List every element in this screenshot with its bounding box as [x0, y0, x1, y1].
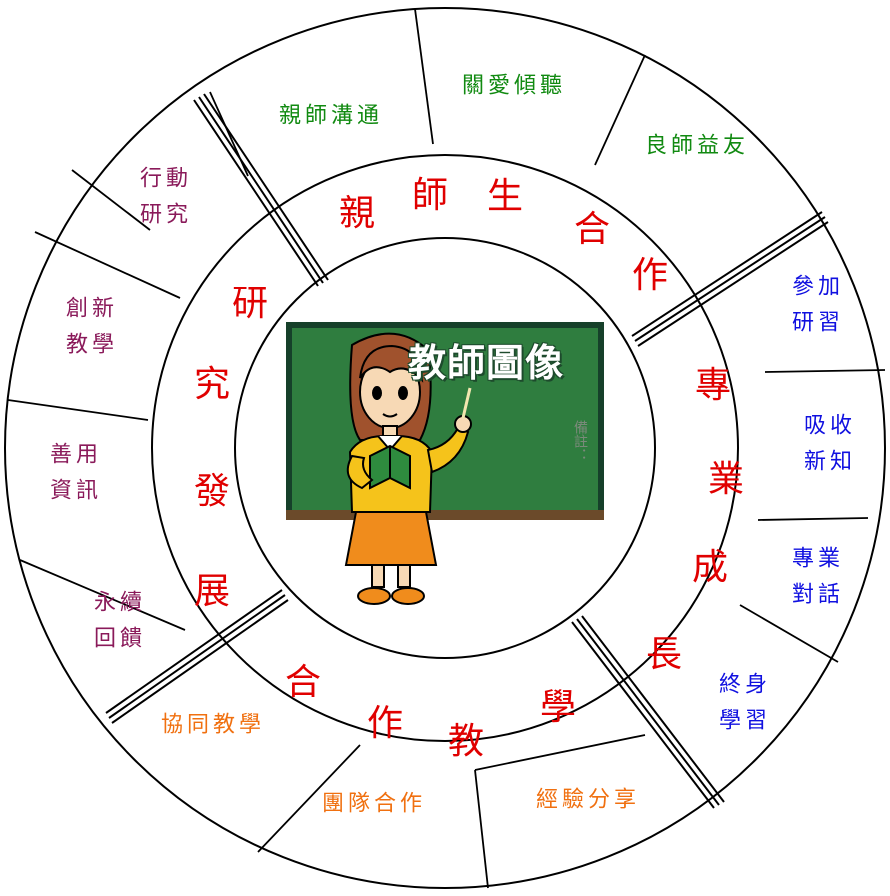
inner-label-bottom-4: 合	[284, 662, 322, 703]
inner-label-left-2: 究	[193, 364, 231, 405]
separator-nw	[193, 93, 329, 287]
separator-ne	[631, 211, 829, 347]
outer-label-line: 研究	[139, 203, 193, 228]
inner-label-left-3: 發	[193, 471, 231, 512]
inner-label-right-1: 專	[694, 365, 732, 406]
inner-label-bottom-2: 教	[447, 721, 485, 762]
inner-label-bottom-1: 學	[539, 687, 577, 728]
outer-label-line: 研習	[791, 311, 845, 336]
outer-label-absorb-knowledge: 吸收 新知	[804, 409, 856, 482]
outer-label-line: 資訊	[49, 479, 103, 504]
outer-label-good-teacher-friend: 良師益友	[644, 133, 750, 159]
middle-ring	[151, 154, 739, 742]
outer-label-line: 對話	[791, 583, 845, 608]
board-note: 備註：	[572, 420, 588, 462]
inner-label-right-3: 成	[691, 547, 729, 588]
inner-label-bottom-3: 作	[366, 703, 404, 744]
outer-label-line: 終身	[718, 672, 772, 698]
outer-label-line: 吸收	[803, 413, 857, 439]
separator-sw	[105, 589, 289, 724]
inner-label-top-2: 師	[411, 175, 449, 216]
outer-label-attend-workshops: 參加 研習	[792, 270, 844, 343]
inner-label-left-1: 研	[231, 283, 269, 324]
chalkboard	[286, 322, 604, 520]
board-title: 教師圖像	[408, 341, 565, 385]
outer-label-line: 永續	[93, 590, 147, 616]
outer-label-line: 善用	[49, 442, 103, 468]
inner-label-top-5: 作	[631, 255, 669, 296]
inner-label-left-4: 展	[193, 571, 231, 612]
inner-ring	[234, 237, 656, 659]
inner-label-right-4: 長	[645, 634, 683, 675]
outer-label-line: 回饋	[93, 627, 147, 652]
separator-se	[571, 615, 725, 809]
outer-label-line: 新知	[803, 450, 857, 475]
outer-ring	[4, 7, 886, 889]
outer-label-sustainable-feedback: 永續 回饋	[94, 586, 146, 659]
outer-label-line: 參加	[791, 274, 845, 300]
outer-label-action-research: 行動 研究	[140, 162, 192, 235]
outer-label-line: 專業	[791, 546, 845, 572]
outer-label-line: 創新	[65, 296, 119, 322]
inner-label-top-4: 合	[573, 209, 611, 250]
outer-label-line: 行動	[139, 166, 193, 192]
outer-label-experience-sharing: 經驗分享	[535, 787, 641, 813]
outer-label-line: 學習	[718, 709, 772, 734]
quadrant-separators	[105, 93, 829, 809]
inner-label-top-3: 生	[486, 176, 524, 217]
outer-label-use-information: 善用 資訊	[50, 438, 102, 511]
outer-dividers	[7, 8, 886, 889]
outer-label-co-teaching: 協同教學	[160, 712, 266, 738]
outer-label-teamwork: 團隊合作	[321, 791, 427, 817]
outer-label-parent-teacher-communication: 親師溝通	[278, 103, 384, 129]
outer-label-line: 教學	[65, 333, 119, 358]
outer-label-professional-dialogue: 專業 對話	[792, 542, 844, 615]
outer-label-innovative-teaching: 創新 教學	[66, 292, 118, 365]
teacher-figure	[344, 332, 472, 605]
outer-label-lifelong-learning: 終身 學習	[719, 668, 771, 741]
outer-label-caring-listening: 關愛傾聽	[461, 73, 567, 99]
inner-label-right-2: 業	[707, 459, 745, 500]
inner-label-top-1: 親	[338, 193, 376, 234]
